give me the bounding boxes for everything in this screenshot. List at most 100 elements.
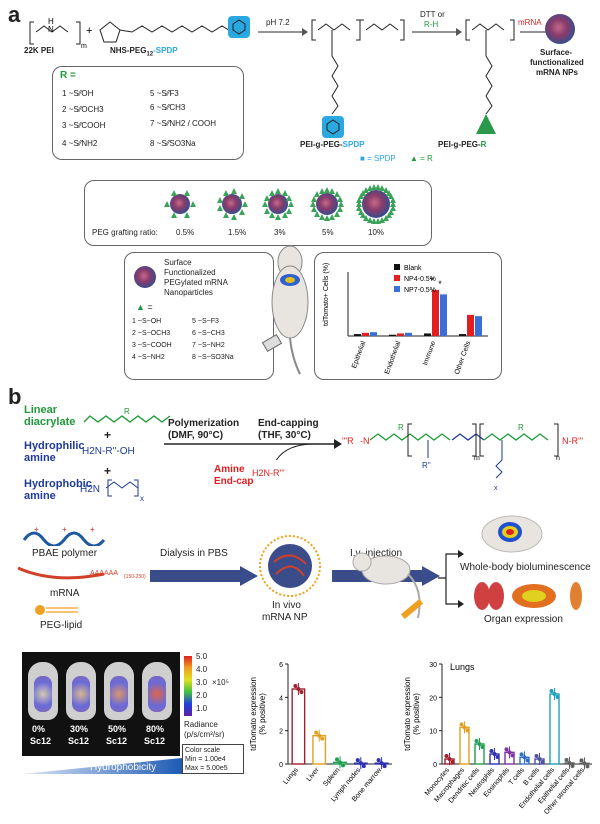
organ-label: Organ expression [484, 614, 563, 625]
data-point [510, 753, 515, 758]
colorscale-box: Color scale Min = 1.00e4 Max = 5.00e5 [182, 744, 244, 774]
surface-np [545, 14, 575, 44]
r-num-4: 4 [62, 139, 67, 148]
sr-n5: 5 [192, 318, 196, 325]
grafted-np-3 [268, 194, 288, 214]
mrna-icon [17, 566, 105, 580]
small-r-3: 3 ~S~COOH [132, 342, 172, 349]
svg-text:n: n [556, 455, 560, 462]
legend-r-text: = R [420, 154, 433, 163]
svg-text:x: x [494, 485, 498, 492]
x-tick-label: Liver [306, 766, 322, 783]
data-point [335, 757, 339, 762]
hydrophobicity-wedge [22, 758, 182, 774]
radiance-1: Radiance [184, 720, 218, 729]
peg-spike [389, 205, 396, 212]
peg-spike [222, 189, 229, 196]
bar [424, 333, 431, 336]
peg-ratio-label: PEG grafting ratio: [92, 228, 158, 237]
peg-spike [222, 212, 229, 219]
data-point [549, 689, 554, 693]
bar [291, 688, 306, 765]
aaaa-label: AAAAAA [90, 570, 119, 577]
data-point [477, 742, 482, 746]
pbae-polymer-icon: + + + [22, 525, 106, 546]
diacrylate-structure: R [83, 407, 171, 423]
linear-label-2: diacrylate [24, 416, 76, 428]
grafted-np-5 [362, 190, 390, 218]
svg-text:N: N [48, 25, 54, 34]
chart-title: Lungs [450, 662, 475, 672]
small-r-6: 6 ~S~CH3 [192, 330, 225, 337]
peg-spike [286, 194, 293, 201]
peg-spike [324, 187, 330, 193]
data-point [519, 752, 524, 757]
peg-ratio-1: 0.5% [176, 228, 195, 237]
data-point [579, 758, 584, 763]
data-point [564, 758, 569, 762]
peg-spike [281, 189, 288, 196]
peglipid-icon [35, 605, 78, 615]
data-point [570, 764, 575, 768]
ivis-mouse-3 [104, 662, 134, 720]
data-point [299, 690, 304, 694]
scale-tick-4: 2.0 [196, 691, 208, 700]
y-axis-label: tdTomato expression [403, 677, 412, 751]
r-sub-4: NH2 [81, 139, 98, 148]
ivis-mouse-4 [142, 662, 172, 720]
peg-spike [363, 187, 370, 193]
barchart-cat: Epithelial [351, 340, 367, 370]
svg-text:R'': R'' [422, 461, 431, 470]
data-point [376, 758, 381, 763]
peg-spike [379, 216, 386, 223]
barchart-cat: Other Cells [454, 340, 473, 376]
peg-label-sub: 12 [146, 51, 154, 58]
r-sub-3: COOH [81, 121, 106, 130]
r-sub-8: SO3Na [169, 139, 196, 148]
x-tick-label: Lungs [282, 766, 300, 785]
bar [362, 332, 369, 336]
data-point [465, 728, 470, 733]
product1-label: PEI-g-PEG-SPDP [300, 140, 364, 149]
peg-spike [311, 195, 318, 202]
peglipid-label: PEG-lipid [40, 620, 83, 631]
amine-endcap-1: Amine [214, 464, 245, 475]
r-num-5: 5 [150, 89, 155, 98]
bar [549, 693, 560, 765]
bioluminescence-signal [34, 676, 52, 712]
r-num-6: 6 [150, 103, 155, 112]
peg-spike [379, 185, 386, 192]
peg-spike [183, 212, 190, 219]
barchart-cat: Immune [422, 340, 437, 366]
product1-main: PEI-g-PEG- [300, 140, 343, 149]
hydrophobic-chain [105, 479, 139, 497]
peg-spike [363, 214, 370, 221]
pbae-product-structure: R'' x m n R R '''R -N N-R''' [342, 423, 583, 492]
r-group-2: 2 ~S⁄⁄OCH3 [62, 105, 104, 114]
y-axis-label: (% positive) [258, 693, 267, 735]
panel-a-letter: a [8, 2, 21, 27]
bar [440, 294, 447, 336]
peg-spike [310, 201, 316, 207]
bar [397, 333, 404, 336]
small-r-1: 1 ~S~OH [132, 318, 162, 325]
ivis-sub: Sc12 [68, 736, 90, 746]
r-num-1: 1 [62, 89, 67, 98]
endcap-amine: H2N-R''' [252, 468, 285, 478]
r-title: R = [60, 70, 76, 81]
r-group-3: 3 ~S⁄⁄COOH [62, 121, 106, 130]
legend-swatch [394, 286, 400, 292]
peg-spike [333, 191, 340, 198]
amine-hydrophobic: H2N [80, 484, 101, 495]
svg-text:H: H [48, 17, 54, 26]
barchart-cat: Endothelial [384, 340, 403, 375]
branch-arrows [438, 550, 464, 608]
data-point [492, 752, 497, 756]
data-point [489, 749, 494, 753]
organs-icons [474, 582, 582, 610]
ivis-label: 80% [146, 724, 165, 734]
step2-label-1: DTT or [420, 10, 445, 19]
colorscale-1: Color scale [185, 747, 221, 754]
r-sub-5: F3 [169, 89, 179, 98]
